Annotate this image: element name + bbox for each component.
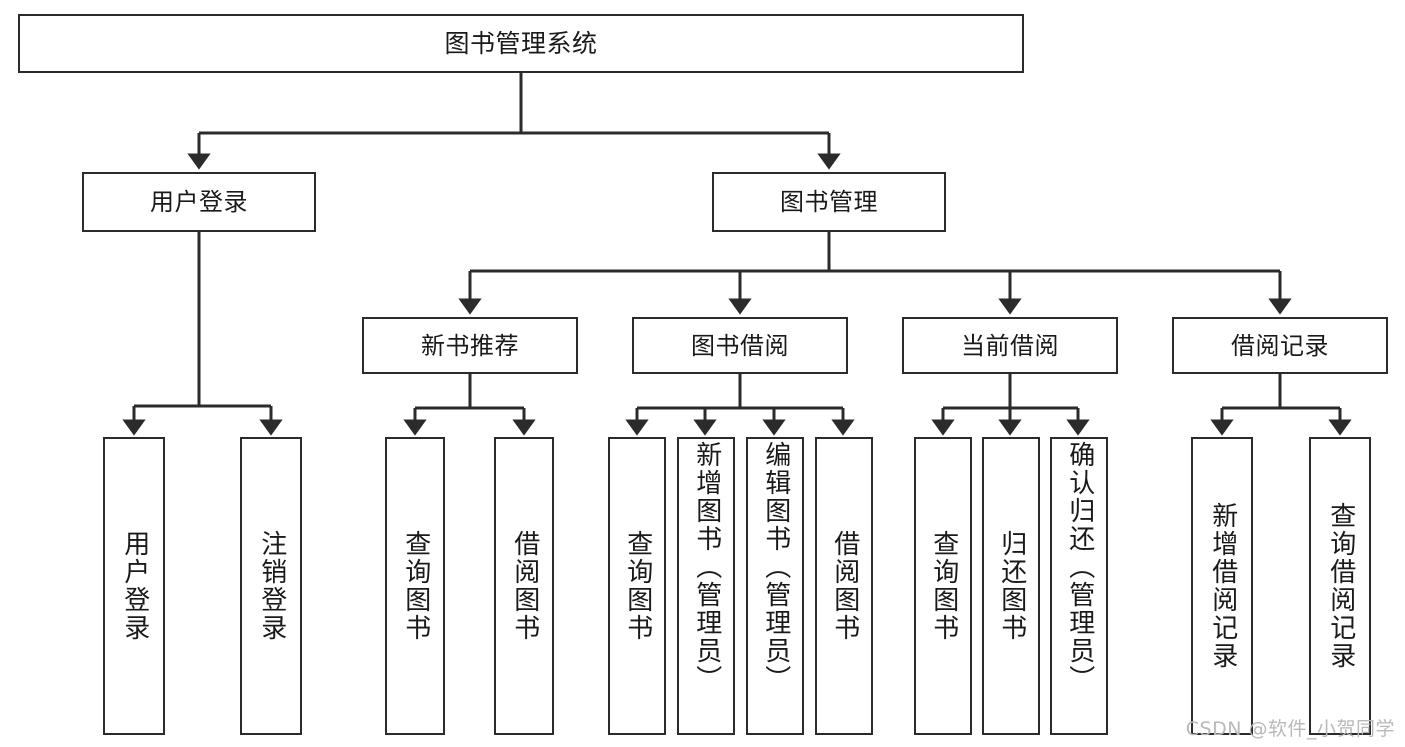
node-borrowing-records[interactable]: 借阅记录 (1172, 317, 1388, 374)
leaf-query-book-borrowing[interactable]: 查询图书 (608, 437, 666, 735)
node-label: 当前借阅 (961, 331, 1059, 360)
node-current-borrowing[interactable]: 当前借阅 (902, 317, 1118, 374)
node-label: 新书推荐 (421, 331, 519, 360)
node-label: 新增图书（管理员） (691, 441, 722, 693)
node-book-borrowing[interactable]: 图书借阅 (632, 317, 848, 374)
leaf-user-login[interactable]: 用户登录 (103, 437, 165, 735)
node-label: 借阅记录 (1231, 331, 1329, 360)
node-label: 图书管理系统 (444, 29, 598, 58)
leaf-confirm-return-admin[interactable]: 确认归还（管理员） (1050, 437, 1108, 735)
leaf-return-book[interactable]: 归还图书 (982, 437, 1040, 735)
node-label: 注销登录 (256, 530, 287, 642)
node-label: 查询图书 (928, 530, 959, 642)
node-label: 新增借阅记录 (1207, 502, 1238, 670)
node-root-book-management-system[interactable]: 图书管理系统 (18, 14, 1024, 73)
node-label: 查询图书 (622, 530, 653, 642)
node-new-book-recommendation[interactable]: 新书推荐 (362, 317, 578, 374)
watermark-text: CSDN @软件_小贺同学 (1185, 718, 1395, 740)
leaf-borrow-book-borrowing[interactable]: 借阅图书 (815, 437, 873, 735)
leaf-borrow-book-new-recommendation[interactable]: 借阅图书 (494, 437, 554, 735)
leaf-query-book-new-recommendation[interactable]: 查询图书 (385, 437, 445, 735)
leaf-query-borrowing-record[interactable]: 查询借阅记录 (1309, 437, 1371, 735)
node-label: 图书管理 (780, 188, 878, 216)
leaf-query-book-current-borrowing[interactable]: 查询图书 (914, 437, 972, 735)
node-label: 归还图书 (996, 530, 1027, 642)
node-label: 查询图书 (400, 530, 431, 642)
leaf-add-book-admin[interactable]: 新增图书（管理员） (677, 437, 735, 735)
node-user-login[interactable]: 用户登录 (82, 172, 316, 232)
node-book-management[interactable]: 图书管理 (712, 172, 946, 232)
node-label: 用户登录 (150, 188, 248, 216)
node-label: 借阅图书 (829, 530, 860, 642)
node-label: 用户登录 (119, 530, 150, 642)
node-label: 确认归还（管理员） (1064, 441, 1095, 693)
leaf-logout[interactable]: 注销登录 (240, 437, 302, 735)
node-label: 编辑图书（管理员） (760, 441, 791, 693)
leaf-add-borrowing-record[interactable]: 新增借阅记录 (1191, 437, 1253, 735)
node-label: 图书借阅 (691, 331, 789, 360)
node-label: 借阅图书 (509, 530, 540, 642)
leaf-edit-book-admin[interactable]: 编辑图书（管理员） (746, 437, 804, 735)
node-label: 查询借阅记录 (1325, 502, 1356, 670)
